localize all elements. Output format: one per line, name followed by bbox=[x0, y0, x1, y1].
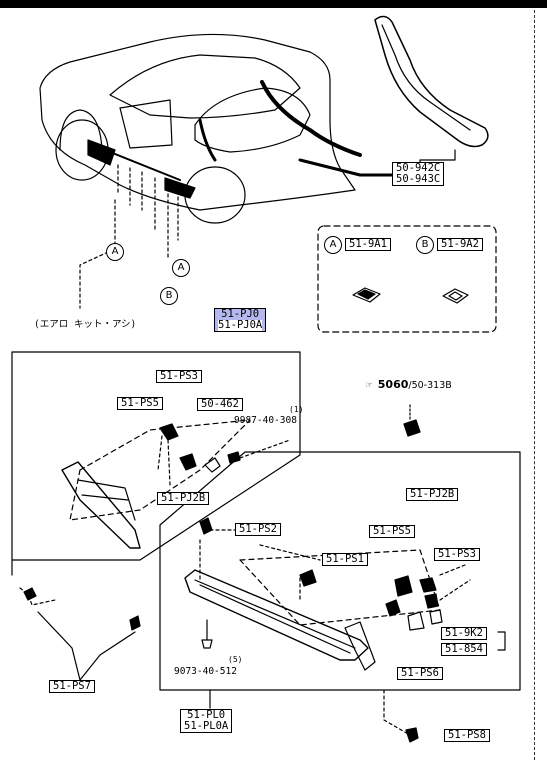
part-9073-40-512: 9073-40-512 bbox=[174, 666, 237, 677]
ref-arrow-icon: ☞ bbox=[366, 380, 373, 391]
label-51-PJ2B-left: 51-PJ2B bbox=[157, 492, 210, 505]
label-51-PS2: 51-PS2 bbox=[235, 523, 281, 536]
label-text-50-942C: 50-942C bbox=[396, 162, 441, 174]
ref-5060: ☞ 5060/50-313B bbox=[366, 378, 452, 391]
label-text-51-PL0: 51-PL0 bbox=[187, 709, 226, 721]
label-51-PS6: 51-PS6 bbox=[397, 667, 443, 680]
inset-callout-b: B bbox=[416, 236, 434, 254]
inset-callout-a: A bbox=[324, 236, 342, 254]
label-51-9A1: 51-9A1 bbox=[345, 238, 391, 251]
ref-313b-text: /50-313B bbox=[408, 380, 452, 391]
label-51-9A2: 51-9A2 bbox=[437, 238, 483, 251]
callout-a-text: A bbox=[111, 246, 119, 257]
molding-part bbox=[374, 15, 489, 166]
label-51-PL0: 51-PL0 51-PL0A bbox=[180, 709, 233, 733]
label-51-PS3-top: 51-PS3 bbox=[156, 370, 202, 383]
label-51-PS3-right: 51-PS3 bbox=[434, 548, 480, 561]
car-illustration bbox=[39, 33, 394, 309]
label-50-942C: 50-942C 50-943C bbox=[392, 162, 445, 186]
front-group-outline bbox=[11, 351, 301, 561]
label-51-PJ2B-right: 51-PJ2B bbox=[406, 488, 459, 501]
label-text-51-PL0A: 51-PL0A bbox=[184, 720, 229, 732]
label-51-PS5-right: 51-PS5 bbox=[369, 525, 415, 538]
label-text-51-PJ0A: 51-PJ0A bbox=[218, 319, 263, 331]
label-51-PS7: 51-PS7 bbox=[49, 680, 95, 693]
aero-kit-note: (エアロ キット・アシ) bbox=[34, 319, 137, 330]
callout-a-car: A bbox=[106, 243, 124, 261]
ref-5060-text: 5060 bbox=[377, 378, 409, 391]
clip-b bbox=[442, 288, 469, 304]
label-51-9K2: 51-9K2 bbox=[441, 627, 487, 640]
qty-9073: (5) bbox=[228, 655, 243, 664]
callout-b-text: B bbox=[165, 290, 173, 301]
callout-a-text-2: A bbox=[177, 262, 185, 273]
callout-b-car: B bbox=[160, 287, 178, 305]
inset-box-outline bbox=[317, 225, 497, 333]
label-text-51-PJ0: 51-PJ0 bbox=[221, 308, 260, 320]
label-51-PS8: 51-PS8 bbox=[444, 729, 490, 742]
clip-a bbox=[352, 287, 381, 303]
label-50-462: 50-462 bbox=[197, 398, 243, 411]
label-51-PS1: 51-PS1 bbox=[322, 553, 368, 566]
label-51-PS5-top: 51-PS5 bbox=[117, 397, 163, 410]
top-border-bar bbox=[0, 0, 547, 8]
side-group-outline bbox=[159, 451, 521, 691]
inset-callout-a-text: A bbox=[329, 239, 337, 250]
label-text-50-943C: 50-943C bbox=[396, 173, 441, 185]
label-51-PJ0: 51-PJ0 51-PJ0A bbox=[214, 308, 267, 332]
page-edge bbox=[534, 10, 541, 760]
callout-a-car-2: A bbox=[172, 259, 190, 277]
qty-9987: (1) bbox=[289, 405, 304, 414]
part-9987-40-308: 9987-40-308 bbox=[234, 415, 297, 426]
label-51-854: 51-854 bbox=[441, 643, 487, 656]
inset-callout-b-text: B bbox=[421, 239, 429, 250]
